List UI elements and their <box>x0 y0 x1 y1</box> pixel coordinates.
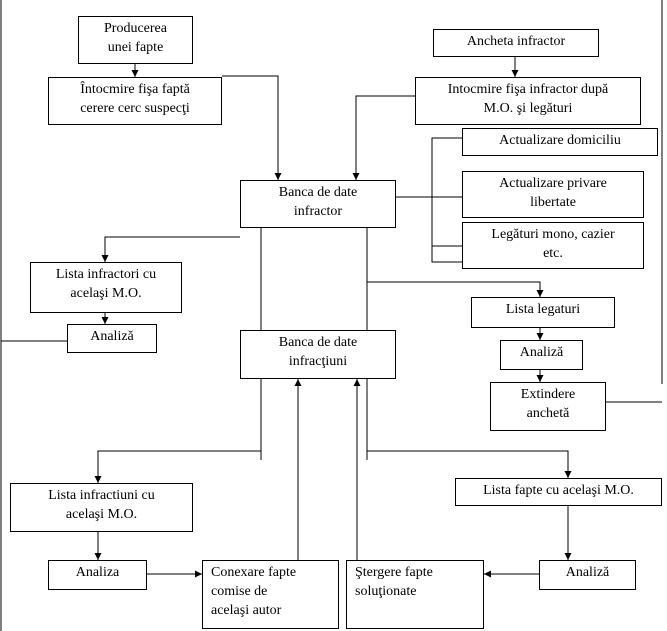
node-analiza-bottom-right[interactable]: Analiză <box>539 560 636 590</box>
node-stergere-fapte[interactable]: Ştergere fapte soluţionate <box>346 560 484 629</box>
node-analiza-left[interactable]: Analiză <box>67 324 157 353</box>
node-ancheta-infractor[interactable]: Ancheta infractor <box>433 29 599 57</box>
arrow-fisa-infractor-banca <box>352 95 415 180</box>
arrow-banca-lista-fapte <box>367 450 572 478</box>
arrow-fisa-banca-infractor <box>222 75 282 180</box>
node-banca-date-infractiuni[interactable]: Banca de date infracţiuni <box>240 330 396 379</box>
node-actualizare-privare[interactable]: Actualizare privare libertate <box>462 171 644 218</box>
node-extindere-ancheta[interactable]: Extindere anchetă <box>490 382 606 431</box>
node-analiza-right[interactable]: Analiză <box>500 340 583 370</box>
node-banca-date-infractor[interactable]: Banca de date infractor <box>240 180 396 228</box>
node-conexare-fapte[interactable]: Conexare fapte comise de acelaşi autor <box>202 560 339 629</box>
arrow-banca-lista-legaturi <box>367 281 544 297</box>
node-lista-infractiuni[interactable]: Lista infractiuni cu acelaşi M.O. <box>10 483 193 532</box>
node-analiza-bottom-left[interactable]: Analiza <box>48 560 147 590</box>
node-lista-legaturi[interactable]: Lista legaturi <box>471 297 615 328</box>
node-legaturi-mono[interactable]: Legături mono, cazier etc. <box>462 222 644 269</box>
arrow-banca-lista-infractiuni <box>94 450 261 483</box>
node-producerea[interactable]: Producerea unei fapte <box>78 16 193 64</box>
node-actualizare-domiciliu[interactable]: Actualizare domiciliu <box>462 128 658 156</box>
node-lista-infractori[interactable]: Lista infractori cu acelaşi M.O. <box>30 262 182 313</box>
node-lista-fapte[interactable]: Lista fapte cu acelaşi M.O. <box>455 478 662 506</box>
arrow-banca-lista-infractori <box>101 236 240 262</box>
node-intocmire-fisa-fapta[interactable]: Întocmire fişa faptă cerere cerc suspecţ… <box>48 77 222 125</box>
bracket-updates <box>431 137 462 263</box>
node-intocmire-fisa-infractor[interactable]: Intocmire fişa infractor după M.O. şi le… <box>415 77 641 125</box>
